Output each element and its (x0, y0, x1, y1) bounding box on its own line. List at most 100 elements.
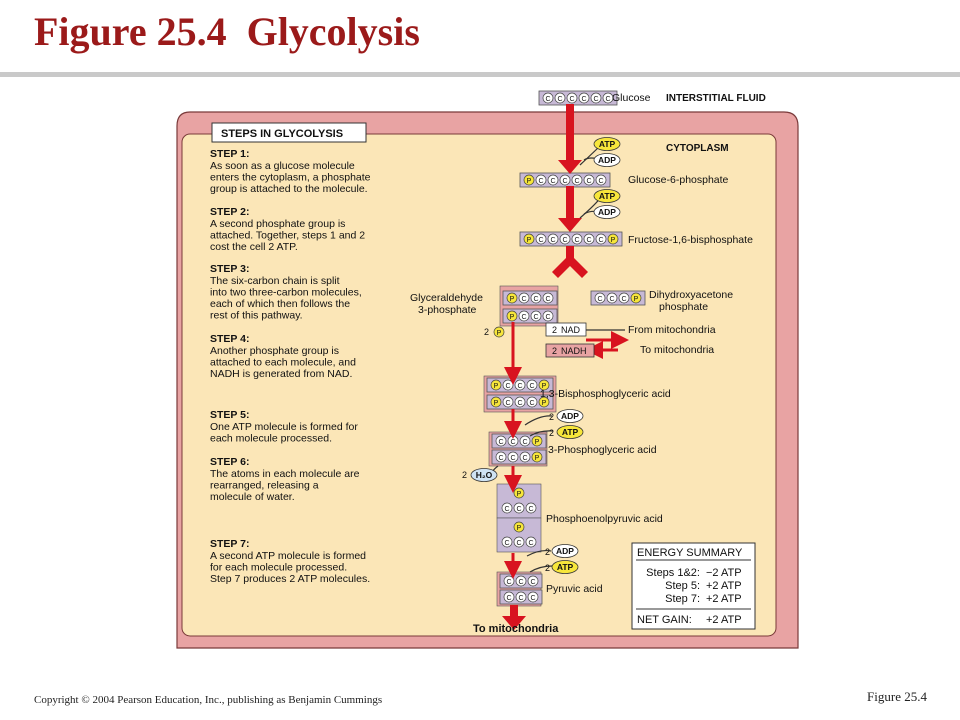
carbon-atom (518, 292, 530, 304)
atom-symbol: P (611, 237, 616, 244)
arrow-to-mito (502, 605, 526, 630)
atp-pill (593, 137, 621, 151)
atom-symbol: C (586, 237, 591, 244)
steps-header: STEPS IN GLYCOLYSIS (221, 128, 343, 140)
step-text: A second phosphate group is (210, 218, 345, 230)
carbon-atom (519, 451, 531, 463)
atom-symbol: C (545, 96, 550, 103)
atom-symbol: C (586, 178, 591, 185)
atom-symbol: C (506, 595, 511, 602)
step-text: One ATP molecule is formed for (210, 421, 358, 433)
carbon-atom (595, 174, 607, 186)
carbon-atom (525, 502, 537, 514)
atom-symbol: C (530, 595, 535, 602)
energy-row-label: Step 7: (665, 593, 700, 605)
energy-row-value: +2 ATP (706, 580, 742, 592)
arrow-2 (558, 186, 582, 232)
phosphate-group (513, 521, 525, 533)
phosphate-group (607, 233, 619, 245)
atom-symbol: C (581, 96, 586, 103)
atom-symbol: C (598, 237, 603, 244)
atom-symbol: C (517, 383, 522, 390)
to-mitochondria-label: To mitochondria (473, 623, 559, 635)
carbon-atom (559, 233, 571, 245)
carbon-atom (527, 591, 539, 603)
atom-symbol: C (522, 439, 527, 446)
atom-symbol: C (521, 314, 526, 321)
stoich-2: 2 (549, 428, 554, 438)
carbon-atom (526, 379, 538, 391)
nad-box (545, 322, 587, 337)
carbon-atom (590, 92, 602, 104)
atom-symbol: P (542, 383, 547, 390)
atom-symbol: C (522, 455, 527, 462)
atom-symbol: C (533, 314, 538, 321)
carbon-atom (502, 396, 514, 408)
carbon-atom (606, 292, 618, 304)
carbon-atom (526, 396, 538, 408)
carbon-atom (571, 233, 583, 245)
atom-symbol: P (517, 525, 522, 532)
atom-symbol: C (529, 383, 534, 390)
carbon-atom (618, 292, 630, 304)
carbon-atom (554, 92, 566, 104)
phosphate-group (506, 310, 518, 322)
step-text: molecule of water. (210, 491, 295, 503)
atom-symbol: C (529, 400, 534, 407)
step-text: enters the cytoplasm, a phosphate (210, 172, 371, 184)
cytoplasm-area (181, 133, 777, 637)
atom-symbol: P (494, 383, 499, 390)
adp-pill (593, 205, 621, 219)
atom-symbol: C (510, 455, 515, 462)
pathway-arrows (502, 104, 588, 630)
atom-symbol: C (498, 439, 503, 446)
stoich-2: 2 (552, 325, 557, 335)
energy-row-value: +2 ATP (706, 593, 742, 605)
atom-symbol: C (609, 296, 614, 303)
carbon-atom (566, 92, 578, 104)
atom-symbol: C (518, 595, 523, 602)
atom-symbol: C (538, 237, 543, 244)
phosphate-group (490, 379, 502, 391)
atom-symbol: C (516, 506, 521, 513)
glyceraldehyde-label-2: 3-phosphate (418, 304, 477, 316)
atom-symbol: C (505, 383, 510, 390)
carbon-atom (507, 451, 519, 463)
steps-header-box (211, 122, 367, 143)
carbon-atom (602, 92, 614, 104)
energy-summary-box (631, 542, 756, 630)
net-gain-label: NET GAIN: (637, 614, 692, 626)
title-divider (0, 72, 960, 77)
13-bpg-label: 1,3-Bisphosphoglyceric acid (540, 388, 671, 400)
steps-text: STEP 1:As soon as a glucose moleculeente… (210, 148, 371, 585)
stoich-2: 2 (545, 547, 550, 557)
carbon-atom (525, 536, 537, 548)
pyruvic-acid-label: Pyruvic acid (546, 583, 603, 595)
carbon-atom (578, 92, 590, 104)
atom-symbol: P (542, 400, 547, 407)
atom-symbol: C (504, 506, 509, 513)
atom-symbol: P (494, 400, 499, 407)
phosphate-group (531, 435, 543, 447)
step-text: Step 7 produces 2 ATP molecules. (210, 573, 370, 585)
carbon-atom (535, 233, 547, 245)
atom-symbol: C (562, 237, 567, 244)
atom-symbol: C (598, 178, 603, 185)
atom-symbol: C (545, 314, 550, 321)
atom-symbol: C (528, 540, 533, 547)
carbon-atom (514, 396, 526, 408)
atp-pill (556, 425, 584, 439)
atom-symbol: C (517, 400, 522, 407)
atom-symbol: P (535, 439, 540, 446)
atom-symbol: C (518, 579, 523, 586)
molecule-chain (519, 231, 623, 247)
step-heading: STEP 2: (210, 206, 250, 218)
adp-pill-label: ADP (561, 411, 579, 421)
slide-title: Figure 25.4 Glycolysis (34, 9, 420, 54)
atom-symbol: C (621, 296, 626, 303)
arrow-1 (558, 104, 582, 174)
dhap-label: Dihydroxyacetone (649, 289, 733, 301)
phosphate-group (490, 396, 502, 408)
step-text: As soon as a glucose molecule (210, 160, 355, 172)
carbon-atom (542, 310, 554, 322)
